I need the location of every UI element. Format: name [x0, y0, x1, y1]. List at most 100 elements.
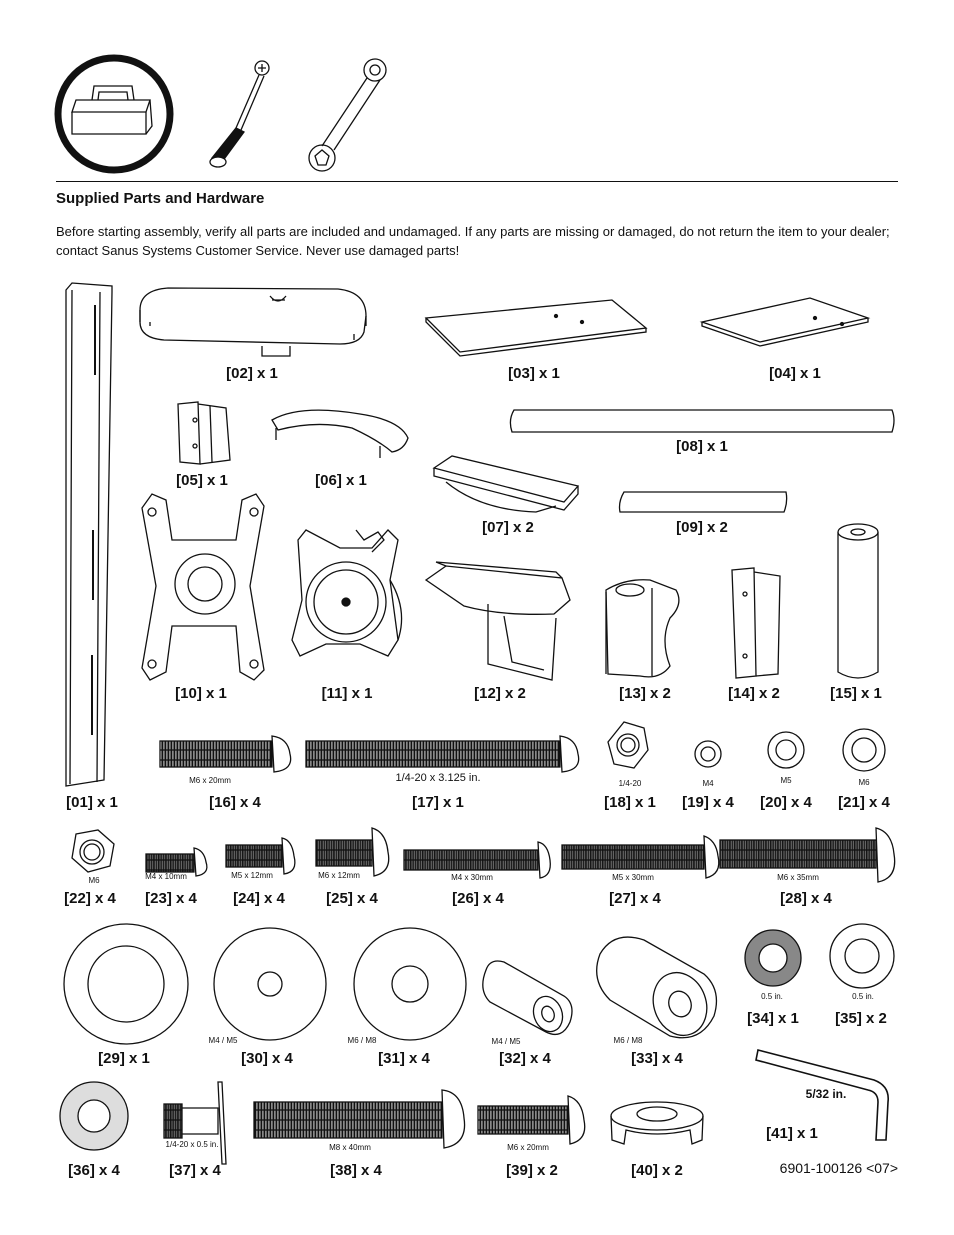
part-label-36: [36] x 4	[68, 1162, 120, 1179]
part-label-19: [19] x 4	[682, 794, 734, 811]
size-17: 1/4-20 x 3.125 in.	[395, 772, 481, 784]
part-label-23: [23] x 4	[145, 890, 197, 907]
part-label-07: [07] x 2	[482, 519, 534, 536]
part-label-04: [04] x 1	[769, 365, 821, 382]
part-09-rail	[618, 491, 788, 513]
part-03-shelf	[424, 299, 648, 357]
part-05-bracket	[177, 401, 231, 465]
toolbox-icon	[54, 54, 174, 174]
part-36-washer	[59, 1081, 129, 1151]
size-24: M5 x 12mm	[231, 871, 273, 880]
part-label-15: [15] x 1	[830, 685, 882, 702]
size-31: M6 / M8	[347, 1036, 377, 1045]
section-heading: Supplied Parts and Hardware	[56, 190, 265, 207]
part-label-06: [06] x 1	[315, 472, 367, 489]
part-label-18: [18] x 1	[604, 794, 656, 811]
part-33-spacer	[596, 936, 718, 1039]
part-label-24: [24] x 4	[233, 890, 285, 907]
part-label-40: [40] x 2	[631, 1162, 683, 1179]
part-label-33: [33] x 4	[631, 1050, 683, 1067]
size-37: 1/4-20 x 0.5 in.	[165, 1140, 219, 1149]
part-13-block	[605, 579, 680, 678]
part-41-hex-key	[755, 1049, 890, 1141]
part-35-washer	[829, 923, 895, 989]
part-label-29: [29] x 1	[98, 1050, 150, 1067]
size-39: M6 x 20mm	[507, 1143, 549, 1152]
part-label-28: [28] x 4	[780, 890, 832, 907]
size-33: M6 / M8	[613, 1036, 643, 1045]
part-32-spacer	[482, 960, 573, 1036]
part-10-plate	[141, 493, 265, 681]
part-06-arc	[271, 409, 409, 458]
part-24-screw	[225, 837, 296, 875]
size-35: 0.5 in.	[852, 992, 874, 1001]
size-19: M4	[702, 779, 714, 788]
part-label-16: [16] x 4	[209, 794, 261, 811]
size-23: M4 x 10mm	[145, 872, 187, 881]
part-label-01: [01] x 1	[66, 794, 118, 811]
part-39-bolt	[477, 1095, 586, 1145]
size-16: M6 x 20mm	[189, 776, 231, 785]
part-label-02: [02] x 1	[226, 365, 278, 382]
part-label-08: [08] x 1	[676, 438, 728, 455]
part-02-base	[139, 287, 367, 357]
part-29-washer	[63, 923, 189, 1045]
part-11-tilt-plate	[291, 529, 403, 657]
part-label-34: [34] x 1	[747, 1010, 799, 1027]
size-22: M6	[88, 876, 100, 885]
part-label-10: [10] x 1	[175, 685, 227, 702]
wrench-icon	[308, 58, 387, 172]
size-32: M4 / M5	[491, 1037, 521, 1046]
part-30-washer	[213, 927, 327, 1041]
header-rule	[56, 181, 898, 182]
part-label-03: [03] x 1	[508, 365, 560, 382]
part-label-25: [25] x 4	[326, 890, 378, 907]
part-label-35: [35] x 2	[835, 1010, 887, 1027]
size-34: 0.5 in.	[761, 992, 783, 1001]
part-12-shelf-bracket	[424, 561, 571, 681]
size-21: M6	[858, 778, 870, 787]
part-label-38: [38] x 4	[330, 1162, 382, 1179]
size-41: 5/32 in.	[805, 1087, 847, 1101]
part-label-32: [32] x 4	[499, 1050, 551, 1067]
size-30: M4 / M5	[208, 1036, 238, 1045]
part-16-bolt	[159, 735, 292, 773]
part-label-26: [26] x 4	[452, 890, 504, 907]
part-label-21: [21] x 4	[838, 794, 890, 811]
part-label-20: [20] x 4	[760, 794, 812, 811]
part-22-nut	[71, 829, 115, 873]
part-38-bolt	[253, 1089, 466, 1149]
part-07-tray	[432, 455, 580, 513]
part-17-bolt	[305, 735, 580, 773]
part-21-washer	[842, 728, 886, 772]
part-label-41: [41] x 1	[766, 1125, 818, 1142]
part-23-screw	[145, 847, 208, 877]
part-28-screw	[719, 827, 896, 883]
part-label-31: [31] x 4	[378, 1050, 430, 1067]
part-label-09: [09] x 2	[676, 519, 728, 536]
part-26-screw	[403, 841, 551, 879]
part-label-22: [22] x 4	[64, 890, 116, 907]
size-38: M8 x 40mm	[329, 1143, 371, 1152]
part-20-washer	[767, 731, 805, 769]
document-number: 6901-100126 <07>	[779, 1160, 898, 1176]
phillips-screwdriver-icon	[209, 60, 270, 168]
part-label-17: [17] x 1	[412, 794, 464, 811]
part-31-washer	[353, 927, 467, 1041]
part-19-washer	[694, 740, 722, 768]
part-37-bolt	[163, 1081, 227, 1165]
size-28: M6 x 35mm	[777, 873, 819, 882]
part-15-tube	[837, 523, 879, 679]
part-14-bracket	[731, 567, 781, 679]
size-25: M6 x 12mm	[318, 871, 360, 880]
part-label-39: [39] x 2	[506, 1162, 558, 1179]
part-label-12: [12] x 2	[474, 685, 526, 702]
size-27: M5 x 30mm	[612, 873, 654, 882]
part-label-05: [05] x 1	[176, 472, 228, 489]
part-label-27: [27] x 4	[609, 890, 661, 907]
size-18: 1/4-20	[618, 779, 642, 788]
part-label-14: [14] x 2	[728, 685, 780, 702]
intro-paragraph: Before starting assembly, verify all par…	[56, 224, 890, 258]
part-27-screw	[561, 835, 720, 879]
